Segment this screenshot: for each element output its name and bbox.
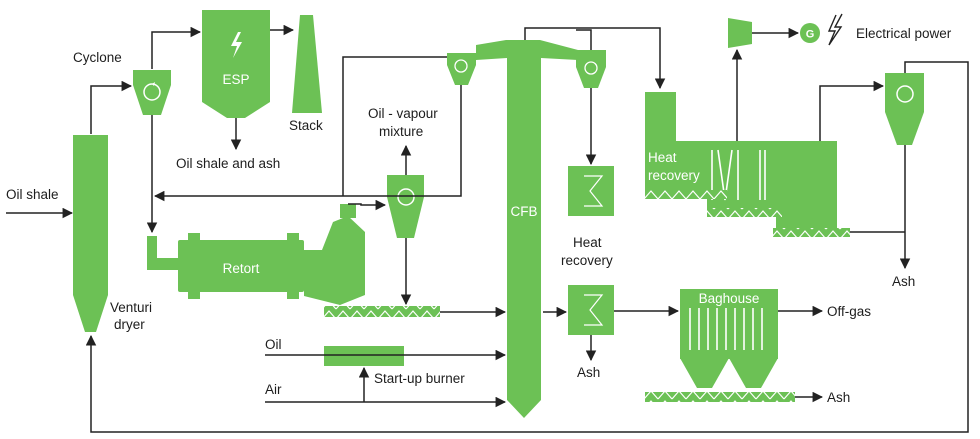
heat-recovery-right-label-line2: recovery [648,168,700,183]
heat-recovery-center-label-line1: Heat [573,235,602,250]
off-gas-label: Off-gas [827,304,871,319]
cyclone-cfb-right [576,50,606,88]
oil-shale-and-ash-label: Oil shale and ash [176,156,280,171]
generator: G [800,23,820,43]
heat-recovery-right-label-line1: Heat [648,150,677,165]
cyclone-top [133,70,171,115]
heat-recovery-center-label-line2: recovery [561,253,613,268]
lightning-bolt-icon [231,32,242,58]
baghouse [680,289,778,388]
ash-bottom-right-label: Ash [827,390,850,405]
boiler-conveyor-2 [707,208,782,217]
venturi-dryer [73,135,108,332]
startup-burner [324,346,404,366]
cyclone-oil-vapour [387,175,424,238]
ash-bottom-center-label: Ash [577,365,600,380]
generator-label: G [806,29,815,41]
stack [292,15,322,113]
oil-shale-label: Oil shale [6,187,59,202]
lightning-bolt-icon [827,13,843,46]
baghouse-conveyor [645,392,795,402]
electrical-power-label: Electrical power [856,26,952,41]
cfb-label: CFB [511,204,538,219]
stack-label: Stack [289,118,323,133]
boiler-conveyor-1 [645,190,727,199]
swirl-icon [152,82,155,86]
boiler-conveyor-3 [773,228,850,237]
cyclone-cfb-left [447,53,476,85]
startup-burner-label: Start-up burner [374,371,465,386]
retort-conveyor [324,306,440,317]
heat-recovery-boiler [645,92,837,228]
retort [147,204,365,305]
esp-unit [202,10,270,118]
cyclone-label: Cyclone [73,50,122,65]
baghouse-label: Baghouse [699,291,760,306]
retort-label: Retort [223,261,260,276]
oil-vapour-label-line1: Oil - vapour [368,106,438,121]
flow-lines [6,24,969,433]
venturi-label-line1: Venturi [110,300,152,315]
cyclone-right [885,73,924,145]
turbine [728,18,752,48]
air-label: Air [265,382,282,397]
heat-exchanger-center-upper [568,166,614,216]
cfb-reactor [476,40,578,418]
oil-label: Oil [265,337,282,352]
heat-exchanger-center-lower [568,285,614,335]
ash-right-label: Ash [892,274,915,289]
esp-label: ESP [222,72,249,87]
oil-vapour-label-line2: mixture [379,124,423,139]
venturi-label-line2: dryer [114,317,145,332]
